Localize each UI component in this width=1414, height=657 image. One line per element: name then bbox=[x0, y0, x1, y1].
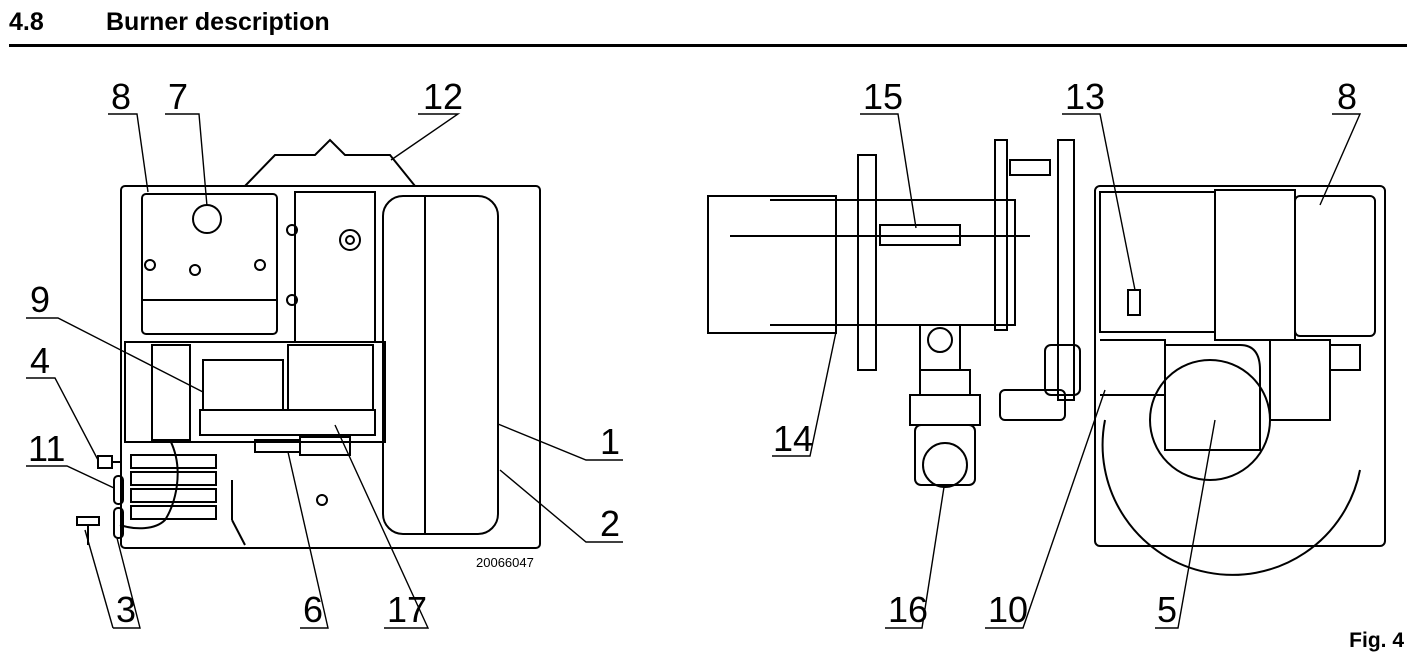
right-callouts: 15 13 8 14 16 10 5 bbox=[773, 76, 1357, 630]
callout-5: 5 bbox=[1157, 589, 1177, 630]
terminal-block-9 bbox=[202, 359, 284, 411]
callout-8-right: 8 bbox=[1337, 76, 1357, 117]
left-burner-view bbox=[76, 138, 541, 549]
left-callouts: 8 7 12 9 4 11 1 2 3 6 17 bbox=[28, 76, 620, 630]
connector-17 bbox=[299, 436, 351, 456]
callout-10: 10 bbox=[988, 589, 1028, 630]
oil-line bbox=[999, 389, 1066, 421]
fan-scroll bbox=[1101, 419, 1361, 576]
callout-2: 2 bbox=[600, 503, 620, 544]
part-11 bbox=[113, 475, 124, 505]
figure-label: Fig. 4 bbox=[1349, 629, 1404, 652]
screw-4 bbox=[97, 455, 113, 469]
callout-1: 1 bbox=[600, 421, 620, 462]
drawing-number: 20066047 bbox=[476, 555, 534, 570]
control-box-cover bbox=[141, 193, 278, 335]
terminal-block-17 bbox=[287, 344, 374, 411]
burner-housing-left bbox=[120, 185, 541, 549]
side-bracket bbox=[151, 344, 191, 441]
top-bracket bbox=[244, 138, 416, 187]
callout-17: 17 bbox=[387, 589, 427, 630]
callout-4: 4 bbox=[30, 340, 50, 381]
solenoid-valve-16 bbox=[922, 442, 968, 488]
callout-14: 14 bbox=[773, 418, 813, 459]
blast-tube bbox=[707, 195, 837, 334]
fan-cover bbox=[382, 195, 499, 535]
combustion-head bbox=[770, 199, 1016, 326]
mounting-plate-right bbox=[1057, 139, 1075, 401]
callout-12: 12 bbox=[423, 76, 463, 117]
terminal-area bbox=[124, 341, 386, 443]
callout-16: 16 bbox=[888, 589, 928, 630]
flange-right bbox=[994, 139, 1008, 331]
capacitor bbox=[1269, 339, 1331, 421]
callout-13: 13 bbox=[1065, 76, 1105, 117]
ignition-cable-13 bbox=[1127, 289, 1141, 316]
right-burner-view bbox=[707, 139, 1386, 576]
part-3 bbox=[113, 507, 124, 539]
transformer-housing bbox=[1214, 189, 1296, 341]
mounting-plate bbox=[294, 191, 376, 343]
callout-3: 3 bbox=[116, 589, 136, 630]
flange-left bbox=[857, 154, 877, 371]
motor-5 bbox=[1164, 344, 1261, 451]
reset-button bbox=[192, 204, 222, 234]
section-heading: 4.8 Burner description bbox=[9, 6, 1407, 47]
oil-pump bbox=[919, 324, 961, 371]
callout-11: 11 bbox=[28, 428, 65, 469]
callout-15: 15 bbox=[863, 76, 903, 117]
callout-6: 6 bbox=[303, 589, 323, 630]
air-intake-10 bbox=[1100, 339, 1166, 396]
cover-8-right bbox=[1294, 195, 1376, 337]
callout-7: 7 bbox=[168, 76, 188, 117]
burner-housing-right bbox=[1094, 185, 1386, 547]
leader-lines bbox=[26, 113, 1362, 629]
section-number: 4.8 bbox=[9, 8, 44, 36]
control-box-right bbox=[1099, 191, 1216, 333]
callout-9: 9 bbox=[30, 279, 50, 320]
part-3-pin bbox=[76, 516, 100, 526]
nozzle-holder bbox=[909, 394, 981, 426]
section-title: Burner description bbox=[106, 8, 330, 36]
callout-8-left: 8 bbox=[111, 76, 131, 117]
